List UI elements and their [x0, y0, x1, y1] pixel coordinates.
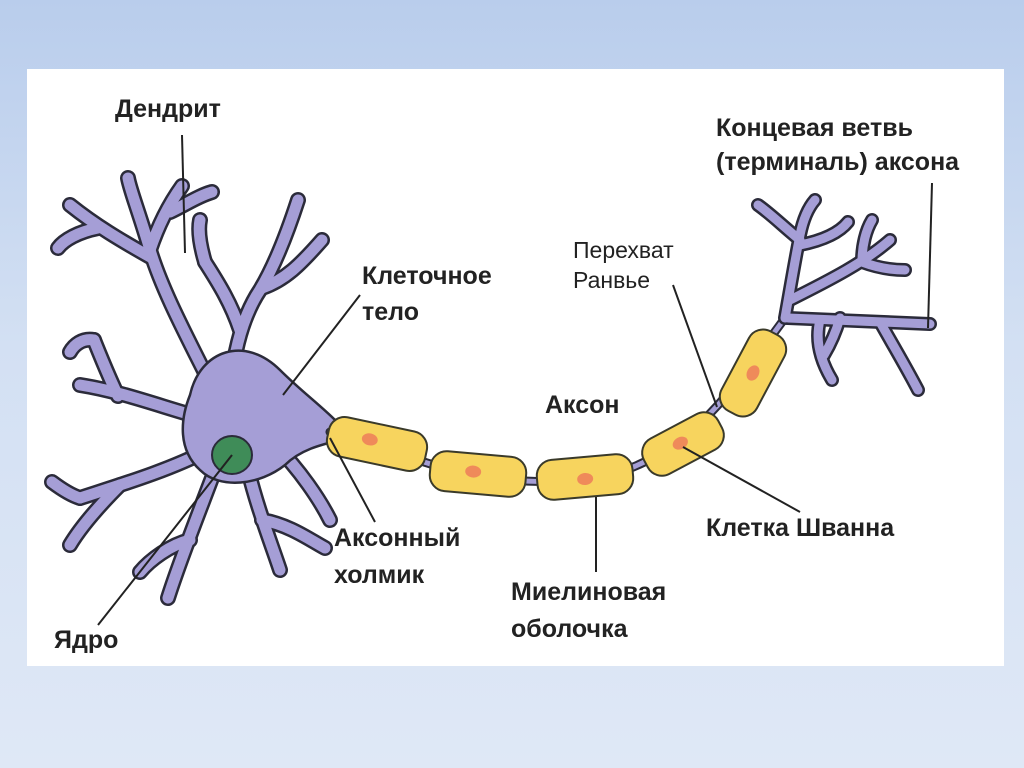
pointer-nucleus: [97, 454, 233, 626]
pointer-terminal: [927, 182, 933, 329]
label-axon-hillock-line1: Аксонный: [334, 524, 460, 552]
label-myelin-line2: оболочка: [511, 615, 629, 643]
schwann-segment: [428, 450, 528, 498]
label-dendrite: Дендрит: [115, 95, 221, 123]
label-cell-body-line1: Клеточное: [362, 262, 492, 290]
label-schwann-cell: Клетка Шванна: [706, 514, 895, 542]
pointer-dendrite: [181, 134, 186, 254]
label-terminal-line1: Концевая ветвь: [716, 114, 913, 142]
label-nucleus: Ядро: [54, 626, 118, 654]
label-node-line2: Ранвье: [573, 267, 650, 293]
myelin-sheath: [325, 328, 788, 501]
pointer-lines: [97, 134, 933, 626]
pointer-node: [672, 284, 718, 408]
axon-terminal: [751, 193, 937, 397]
schwann-segment: [718, 328, 788, 418]
label-myelin-line1: Миелиновая: [511, 578, 666, 606]
label-axon: Аксон: [545, 391, 620, 419]
pointer-cell-body: [282, 294, 361, 396]
schwann-segment: [325, 416, 429, 472]
slide-panel: [27, 69, 1004, 666]
schwann-segment: [641, 411, 725, 477]
pointer-schwann: [682, 446, 801, 513]
label-axon-hillock-line2: холмик: [334, 561, 425, 589]
label-terminal-line2: (терминаль) аксона: [716, 148, 960, 176]
labels: Дендрит Концевая ветвь (терминаль) аксон…: [54, 95, 960, 654]
schwann-segment: [535, 453, 635, 501]
label-cell-body-line2: тело: [362, 298, 419, 326]
dendrites: [44, 170, 363, 606]
label-node-line1: Перехват: [573, 237, 674, 263]
pointer-axon-hillock: [329, 437, 376, 523]
cell-body: [181, 349, 342, 484]
